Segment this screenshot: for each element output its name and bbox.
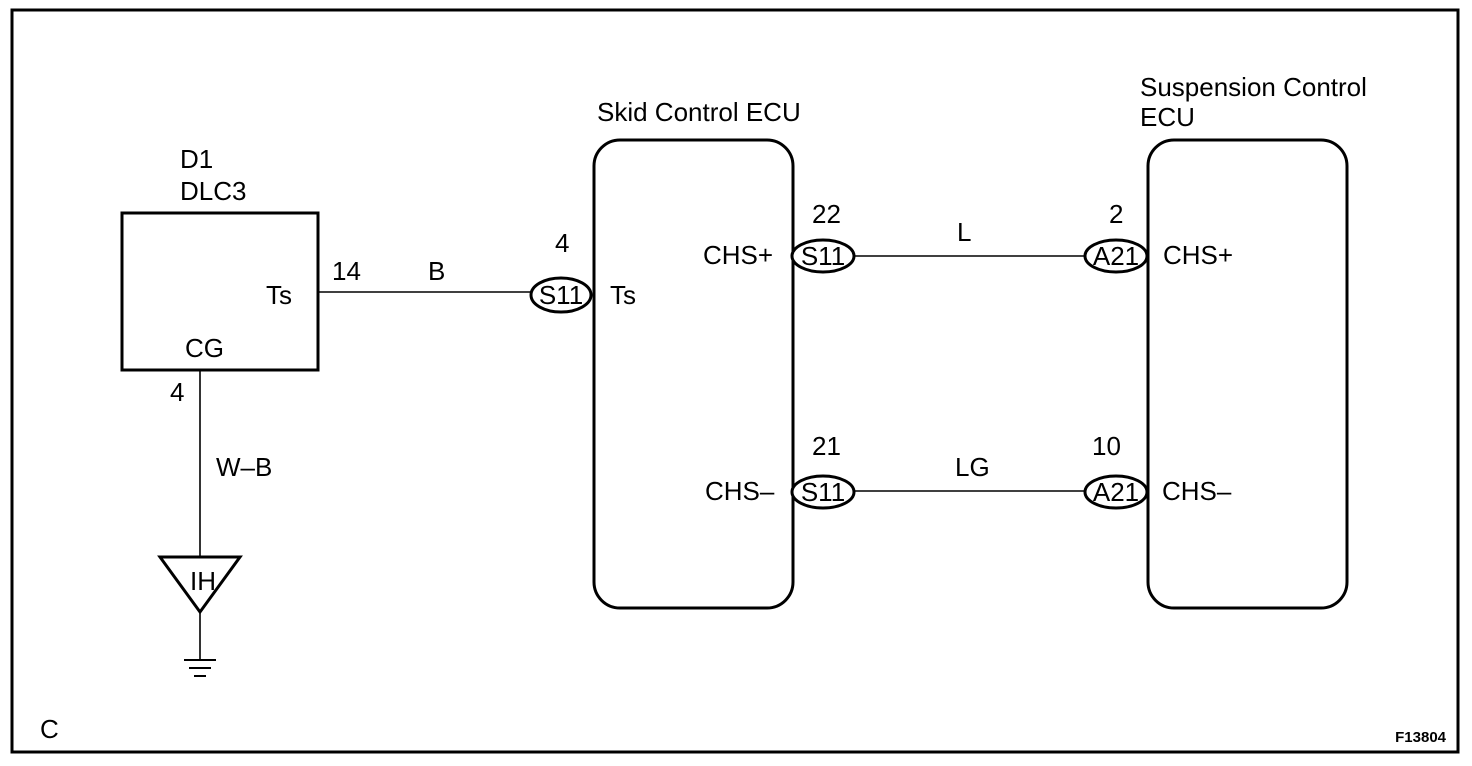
- skid-chs-plus-connector: [790, 238, 856, 274]
- skid-chs-plus-terminal: CHS+: [703, 240, 773, 270]
- skid-ts-pin: 4: [555, 228, 569, 258]
- dlc3-ts-terminal: Ts: [266, 280, 292, 310]
- dlc3-name: DLC3: [180, 176, 246, 206]
- skid-chs-minus-connector: [790, 474, 856, 510]
- corner-label: C: [40, 714, 59, 744]
- figure-id: F13804: [1395, 729, 1447, 746]
- ground-symbol-icon: [184, 659, 216, 677]
- dlc3-cg-terminal: CG: [185, 333, 224, 363]
- chs-plus-wire-color: L: [957, 217, 971, 247]
- suspension-ecu-title-line2: ECU: [1140, 102, 1195, 132]
- suspension-chs-minus-connector-label: A21: [1093, 477, 1139, 507]
- skid-ts-connector-label: S11: [539, 280, 583, 310]
- suspension-chs-minus-terminal: CHS–: [1162, 476, 1232, 506]
- ground-point-triangle: [157, 555, 243, 615]
- skid-ts-connector: [529, 276, 593, 314]
- skid-chs-plus-connector-label: S11: [801, 241, 845, 271]
- suspension-chs-minus-connector: [1083, 474, 1149, 510]
- ground-point-label: IH: [190, 566, 216, 596]
- ground-wire-color: W–B: [216, 452, 272, 482]
- dlc3-cg-pin: 4: [170, 377, 184, 407]
- dlc3-code: D1: [180, 144, 213, 174]
- ts-wire-color: B: [428, 256, 445, 286]
- diagram-frame: [10, 8, 1460, 754]
- chs-minus-wire-color: LG: [955, 452, 990, 482]
- skid-chs-minus-pin: 21: [812, 431, 841, 461]
- dlc3-ts-pin: 14: [332, 256, 361, 286]
- suspension-ecu-box: [1146, 138, 1349, 610]
- skid-ts-terminal: Ts: [610, 280, 636, 310]
- suspension-chs-plus-connector: [1083, 238, 1149, 274]
- suspension-chs-minus-pin: 10: [1092, 431, 1121, 461]
- skid-chs-minus-connector-label: S11: [801, 477, 845, 507]
- suspension-chs-plus-connector-label: A21: [1093, 241, 1139, 271]
- suspension-ecu-title-line1: Suspension Control: [1140, 72, 1367, 102]
- skid-ecu-title: Skid Control ECU: [597, 97, 801, 127]
- suspension-chs-plus-pin: 2: [1109, 199, 1123, 229]
- skid-chs-minus-terminal: CHS–: [705, 476, 775, 506]
- skid-ecu-box: [592, 138, 795, 610]
- skid-chs-plus-pin: 22: [812, 199, 841, 229]
- suspension-chs-plus-terminal: CHS+: [1163, 240, 1233, 270]
